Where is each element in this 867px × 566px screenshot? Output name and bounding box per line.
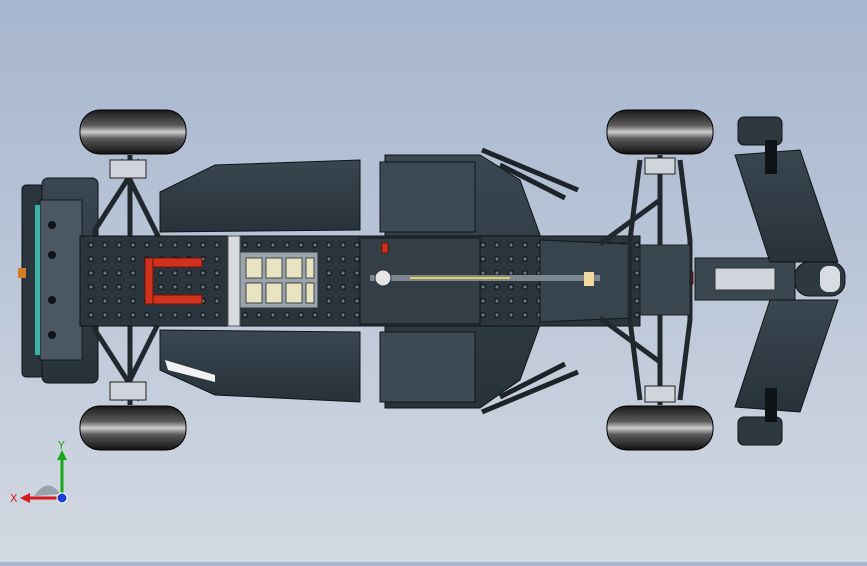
engine <box>227 235 319 327</box>
z-axis-dot <box>56 492 68 504</box>
x-axis-arrowhead <box>20 493 30 503</box>
x-axis-label: X <box>10 492 18 505</box>
front-left-wheel <box>606 109 714 155</box>
front-right-wheel <box>606 405 714 451</box>
y-axis-arrowhead <box>57 450 67 460</box>
nose <box>694 257 846 301</box>
y-axis-label: Y <box>57 439 65 452</box>
front-wing <box>734 116 839 446</box>
triad-plane <box>34 485 60 496</box>
coordinate-triad: Y X <box>10 438 80 510</box>
rear-right-wheel <box>79 405 187 451</box>
rear-left-wheel <box>79 109 187 155</box>
aero-blades <box>481 147 579 415</box>
drive-shaft <box>370 269 600 287</box>
front-suspension <box>598 155 693 405</box>
